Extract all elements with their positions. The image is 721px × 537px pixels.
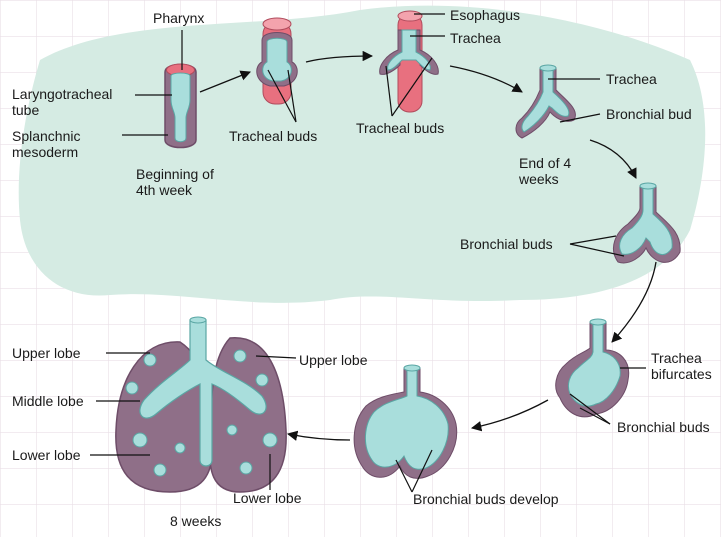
label-splanchnic-mesoderm: Splanchnic mesoderm (12, 128, 122, 160)
label-trachea-1: Trachea (450, 30, 501, 46)
label-lower-lobe-left: Lower lobe (12, 447, 81, 463)
label-bronchial-buds-2: Bronchial buds (617, 419, 710, 435)
label-trachea-bifurcates: Trachea bifurcates (651, 350, 721, 382)
label-8-weeks: 8 weeks (170, 513, 221, 529)
label-beginning-4th-week: Beginning of 4th week (136, 166, 231, 198)
label-trachea-2: Trachea (606, 71, 657, 87)
label-upper-lobe-right: Upper lobe (299, 352, 368, 368)
label-middle-lobe: Middle lobe (12, 393, 84, 409)
label-esophagus: Esophagus (450, 7, 520, 23)
label-lower-lobe-right: Lower lobe (233, 490, 302, 506)
label-bronchial-bud: Bronchial bud (606, 106, 692, 122)
label-tracheal-buds-1: Tracheal buds (229, 128, 317, 144)
stage1-structure (165, 64, 196, 148)
label-bronchial-buds-develop: Bronchial buds develop (413, 491, 559, 507)
label-bronchial-buds-1: Bronchial buds (460, 236, 553, 252)
label-laryngotracheal-tube: Laryngotracheal tube (12, 86, 137, 118)
label-end-4-weeks: End of 4 weeks (519, 155, 581, 187)
label-tracheal-buds-2: Tracheal buds (356, 120, 444, 136)
label-pharynx: Pharynx (153, 10, 204, 26)
label-upper-lobe-left: Upper lobe (12, 345, 81, 361)
